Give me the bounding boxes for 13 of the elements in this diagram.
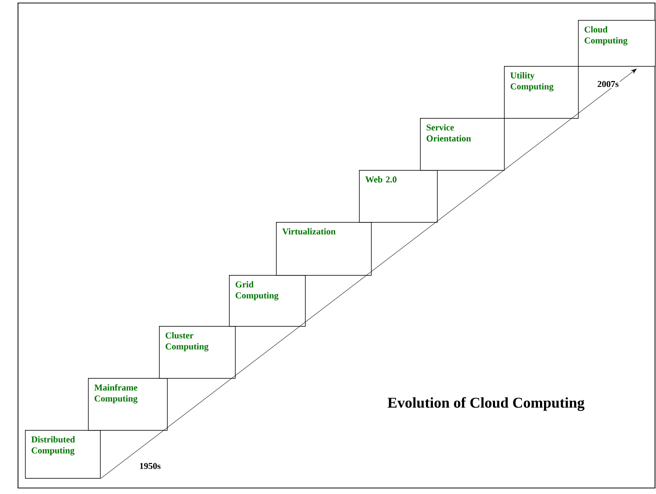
- year-label: 1950s: [138, 462, 162, 470]
- step-box: Service Orientation: [420, 118, 505, 171]
- step-box: Cloud Computing: [578, 20, 656, 67]
- step-box: Cluster Computing: [159, 326, 236, 379]
- step-box: Utility Computing: [504, 66, 579, 119]
- timeline-arrow: [100, 68, 636, 479]
- step-box: Distributed Computing: [25, 430, 101, 479]
- year-label: 2007s: [596, 80, 620, 88]
- step-box: Virtualization: [276, 222, 372, 276]
- step-box: Grid Computing: [229, 274, 306, 327]
- step-box: Web 2.0: [359, 170, 438, 223]
- step-box: Mainframe Computing: [88, 378, 168, 431]
- title: Evolution of Cloud Computing: [388, 397, 584, 411]
